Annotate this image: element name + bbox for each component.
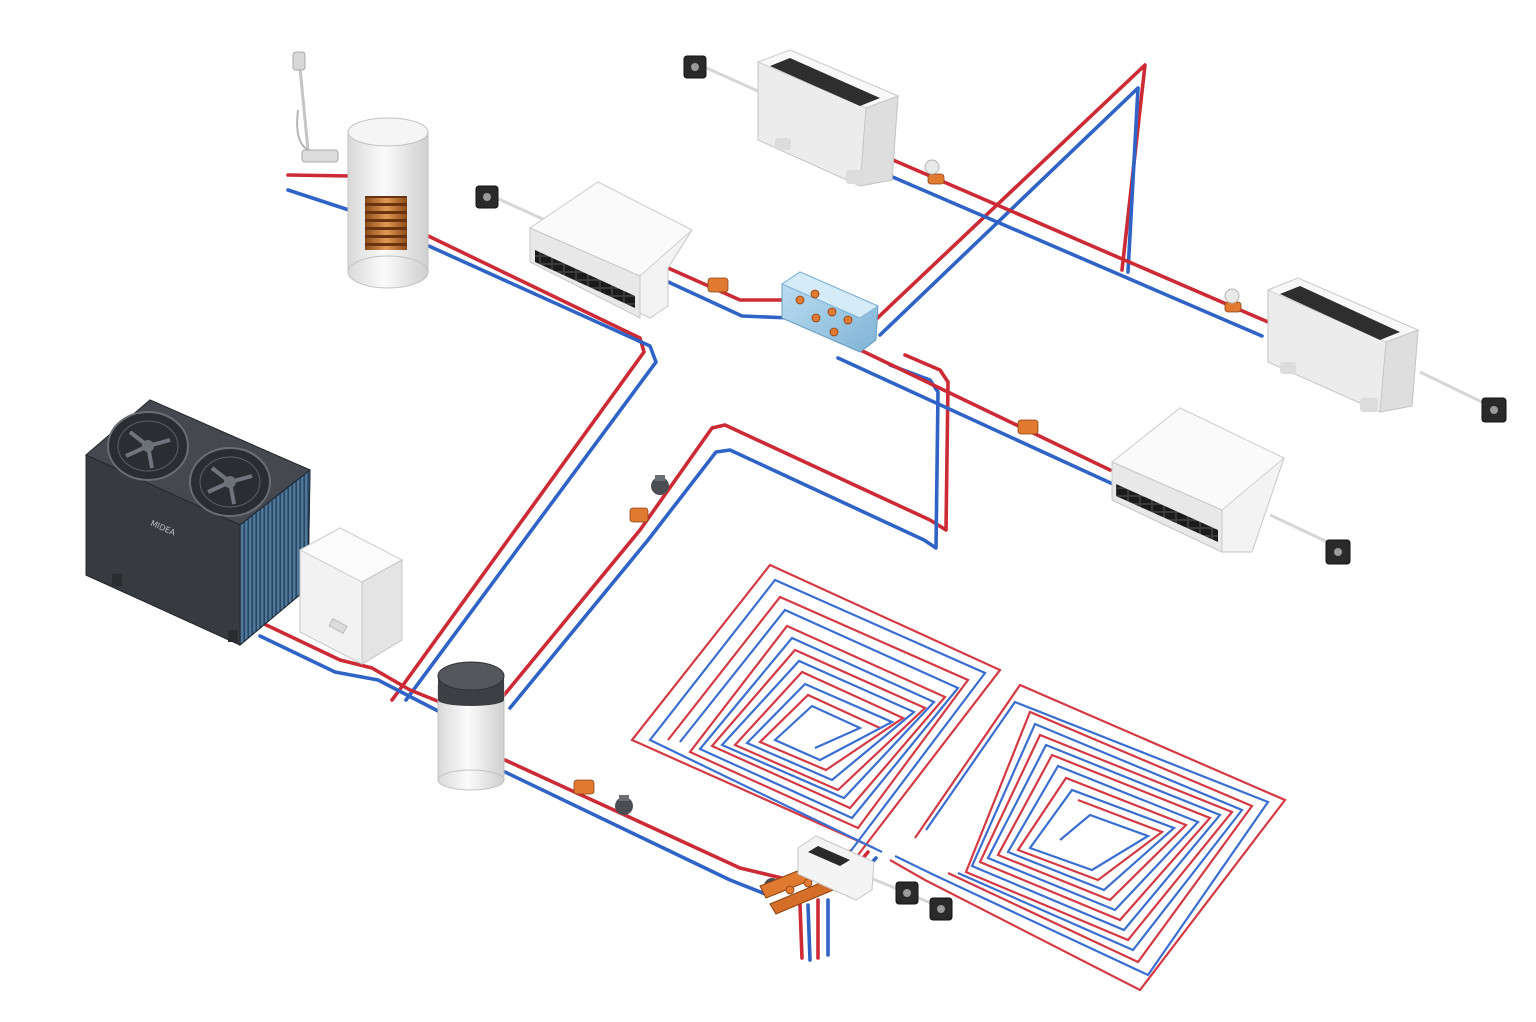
- ducted-unit-left: [528, 181, 693, 319]
- thermostat-icon: [929, 897, 953, 921]
- heat-pump-outdoor-unit: MIDEA: [85, 399, 311, 647]
- valve-icon: [573, 173, 1242, 795]
- thermostat-icon: [475, 185, 499, 209]
- buffer-tank: [437, 661, 505, 791]
- hydraulic-control-box: [298, 527, 404, 665]
- thermostat-icon: [895, 881, 919, 905]
- distribution-manifold: [780, 271, 880, 353]
- underfloor-loop-2: [889, 683, 1287, 992]
- pump-icon: [615, 475, 780, 894]
- thermostatic-valve-heads: [924, 159, 1240, 304]
- supply-pipes: [258, 63, 1270, 962]
- thermostat-wires: [491, 63, 1489, 910]
- wire-cassette-right: [1269, 513, 1337, 548]
- heating-coil: [365, 196, 407, 250]
- wire-fancoil-top: [699, 63, 761, 94]
- fan-coil-unit-right: [1266, 277, 1420, 413]
- fan-icon: [107, 411, 189, 481]
- underfloor-loop-1: [630, 563, 1002, 856]
- hot-water-cylinder: [347, 117, 429, 289]
- wire-cassette-left: [491, 194, 546, 222]
- thermostat-icon: [1325, 539, 1351, 565]
- thermostat-icon: [683, 55, 707, 79]
- fan-icon: [189, 447, 271, 517]
- shower-icon: [292, 51, 339, 163]
- fan-coil-unit-top: [756, 49, 900, 187]
- ducted-unit-right: [1111, 407, 1285, 553]
- thermostat-icon: [1481, 397, 1507, 423]
- wire-fancoil-right: [1419, 370, 1489, 407]
- underfloor-controller: [797, 835, 875, 901]
